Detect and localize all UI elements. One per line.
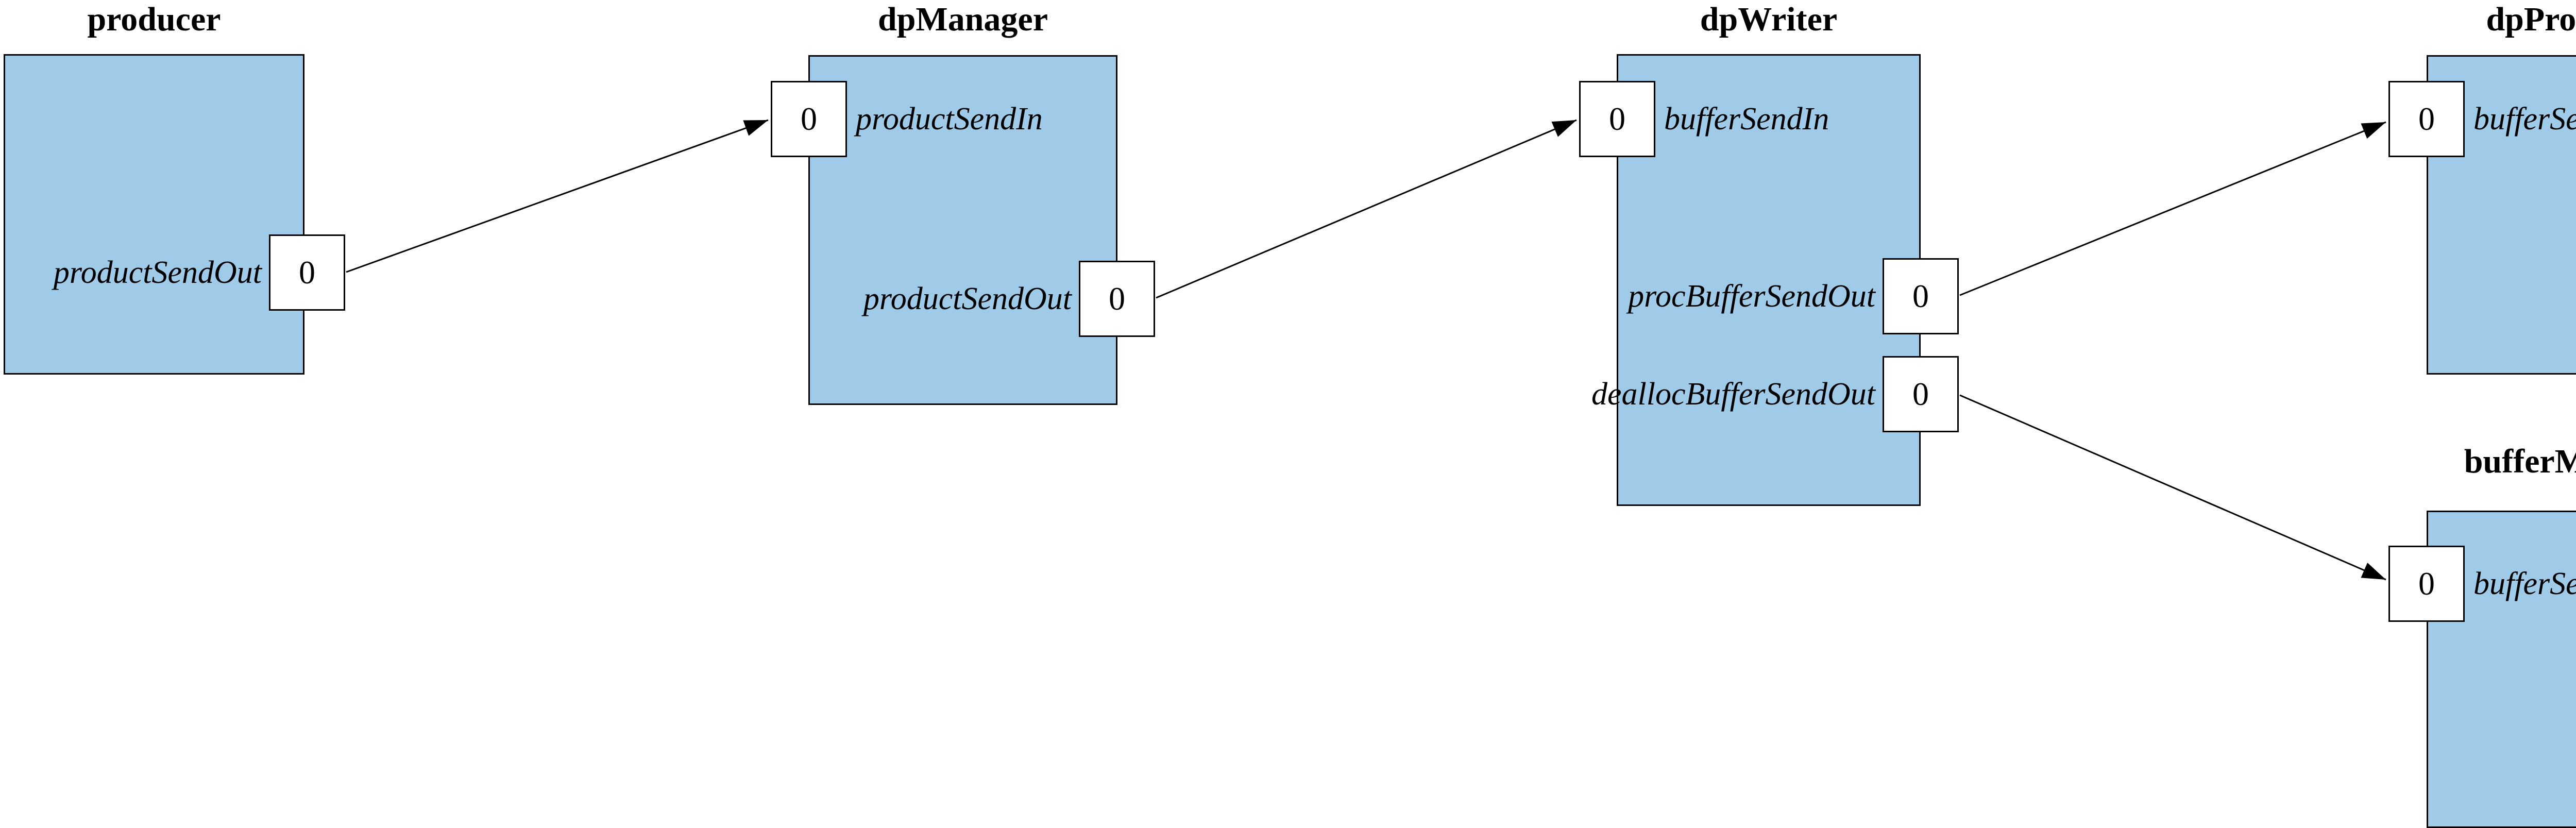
component-title-bufferManager: bufferManager [2464, 443, 2576, 480]
port-label-dpManager-productSendIn: productSendIn [856, 101, 1043, 137]
port-dpWriter-deallocBufferSendOut: 0 [1883, 356, 1959, 432]
component-title-producer: producer [87, 1, 221, 38]
port-label-dpManager-productSendOut: productSendOut [863, 281, 1072, 316]
port-label-dpWriter-bufferSendIn: bufferSendIn [1664, 101, 1829, 137]
port-dpManager-productSendIn: 0 [771, 81, 847, 157]
component-title-dpProcessor: dpProcessor [2486, 1, 2576, 38]
port-dpManager-productSendOut: 0 [1079, 261, 1155, 337]
component-producer [4, 54, 304, 375]
component-title-dpManager: dpManager [878, 1, 1048, 38]
port-bufferManager-bufferSendIn: 0 [2388, 546, 2465, 622]
arrow-producer-to-dpManager [346, 119, 769, 273]
port-label-dpWriter-deallocBufferSendOut: deallocBufferSendOut [1591, 376, 1875, 412]
arrow-dpWriter-to-dpProcessor [1959, 121, 2386, 296]
port-label-producer-productSendOut: productSendOut [53, 255, 262, 290]
component-dpManager [808, 55, 1117, 405]
arrow-dpWriter-to-bufferManager [1959, 394, 2386, 581]
port-dpWriter-bufferSendIn: 0 [1579, 81, 1655, 157]
port-label-dpWriter-procBufferSendOut: procBufferSendOut [1628, 278, 1875, 314]
port-producer-productSendOut: 0 [269, 234, 345, 311]
port-dpWriter-procBufferSendOut: 0 [1883, 258, 1959, 334]
arrow-dpManager-to-dpWriter [1156, 119, 1577, 299]
port-label-dpProcessor-bufferSendIn: bufferSendIn [2473, 101, 2576, 137]
component-dpWriter [1617, 54, 1921, 506]
port-dpProcessor-bufferSendIn: 0 [2388, 81, 2465, 157]
component-title-dpWriter: dpWriter [1700, 1, 1838, 38]
port-label-bufferManager-bufferSendIn: bufferSendIn [2473, 566, 2576, 601]
